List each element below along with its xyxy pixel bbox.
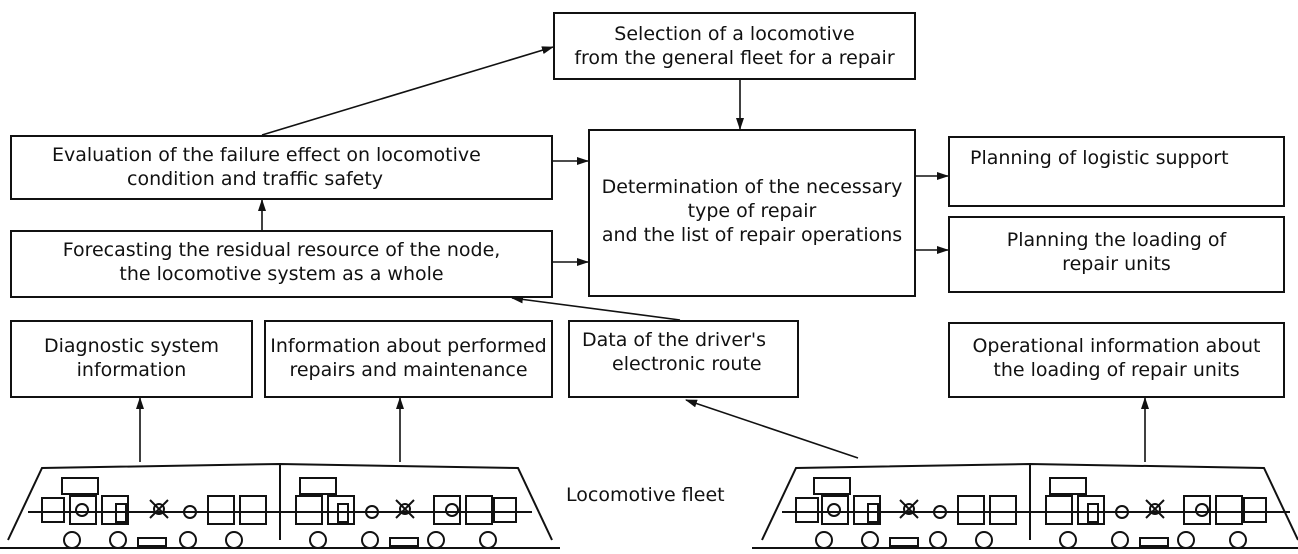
operational-line-2: the loading of repair units <box>993 359 1240 381</box>
diagnostic-box: Diagnostic system information <box>10 320 253 398</box>
diagnostic-line-1: Diagnostic system <box>43 335 220 357</box>
determination-line-1: Determination of the necessary <box>601 176 903 198</box>
evaluation-box: Evaluation of the failure effect on loco… <box>10 135 553 200</box>
selection-line-1: Selection of a locomotive <box>614 23 855 45</box>
forecasting-box: Forecasting the residual resource of the… <box>10 230 553 298</box>
logistic-box: Planning of logistic support <box>948 136 1285 207</box>
evaluation-line-2: condition and traffic safety <box>127 168 384 190</box>
driver-route-line-1: Data of the driver's <box>582 329 766 351</box>
forecasting-line-1: Forecasting the residual resource of the… <box>62 239 501 261</box>
locomotive-right-icon <box>752 462 1298 549</box>
arrow-fleet-to-route <box>685 399 859 459</box>
diagnostic-line-2: information <box>76 359 187 381</box>
operational-line-1: Operational information about <box>972 335 1261 357</box>
selection-line-2: from the general fleet for a repair <box>574 47 895 69</box>
driver-route-line-2: electronic route <box>612 353 762 375</box>
repairs-info-line-2: repairs and maintenance <box>289 359 528 381</box>
repairs-info-box: Information about performed repairs and … <box>264 320 553 398</box>
operational-box: Operational information about the loadin… <box>948 322 1285 398</box>
repairs-info-line-1: Information about performed <box>270 335 547 357</box>
fleet-label: Locomotive fleet <box>566 484 725 506</box>
locomotive-left-icon <box>0 462 560 549</box>
arrow-evaluation-to-selection <box>261 46 554 136</box>
loading-line-2: repair units <box>1062 253 1171 275</box>
determination-line-3: and the list of repair operations <box>601 224 903 246</box>
evaluation-line-1: Evaluation of the failure effect on loco… <box>52 144 481 166</box>
selection-box: Selection of a locomotive from the gener… <box>553 12 916 80</box>
logistic-line-1: Planning of logistic support <box>970 147 1229 169</box>
determination-box: Determination of the necessary type of r… <box>588 129 916 297</box>
loading-box: Planning the loading of repair units <box>948 216 1285 293</box>
driver-route-box: Data of the driver's electronic route <box>568 320 799 398</box>
arrow-route-to-forecasting <box>511 295 681 321</box>
determination-line-2: type of repair <box>687 200 817 222</box>
forecasting-line-2: the locomotive system as a whole <box>119 263 444 285</box>
loading-line-1: Planning the loading of <box>1006 229 1227 251</box>
